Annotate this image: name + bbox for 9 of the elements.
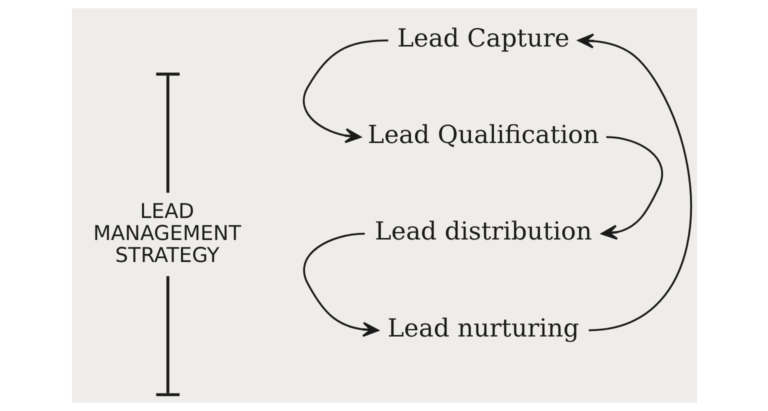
label: LEAD MANAGEMENT STRATEGY [92,198,241,267]
node-text: Lead Qualification [367,120,599,150]
node-text: Lead nurturing [387,313,579,342]
arrow [600,136,663,240]
arrow [302,39,388,144]
arrow [302,232,378,337]
node-text: Lead distribution [374,216,592,246]
arrow [577,33,692,332]
node-text: Lead Capture [396,23,570,52]
